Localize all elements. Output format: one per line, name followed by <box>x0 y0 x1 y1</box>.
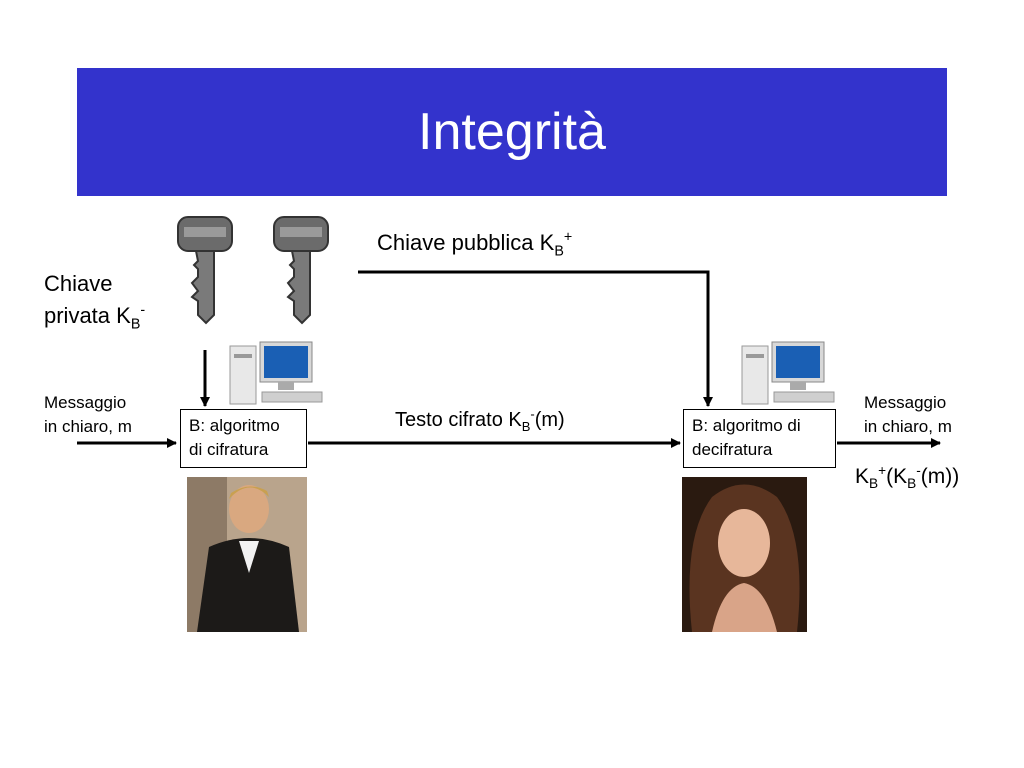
private-key-label: Chiave privata KB- <box>44 271 146 333</box>
decryption-box-line2: decifratura <box>692 440 773 459</box>
arrow-public-key <box>358 270 713 407</box>
key-icon <box>177 216 233 325</box>
encryption-box: B: algoritmo di cifratura <box>180 409 307 468</box>
woman-photo <box>682 477 807 632</box>
result-label: KB+(KB-(m)) <box>855 463 960 492</box>
decryption-box-line1: B: algoritmo di <box>692 416 801 435</box>
plaintext-out-label: Messaggio in chiaro, m <box>864 393 952 436</box>
key-icon <box>273 216 329 325</box>
title-bar: Integrità <box>77 68 947 196</box>
encryption-box-line1: B: algoritmo <box>189 416 280 435</box>
decryption-box: B: algoritmo di decifratura <box>683 409 836 468</box>
public-key-label: Chiave pubblica KB+ <box>377 229 573 260</box>
computer-icon <box>741 341 835 405</box>
computer-icon <box>229 341 323 405</box>
man-photo <box>187 477 307 632</box>
encryption-box-line2: di cifratura <box>189 440 269 459</box>
slide-title: Integrità <box>418 103 606 161</box>
ciphertext-label: Testo cifrato KB-(m) <box>395 406 565 434</box>
plaintext-in-label: Messaggio in chiaro, m <box>44 393 132 436</box>
